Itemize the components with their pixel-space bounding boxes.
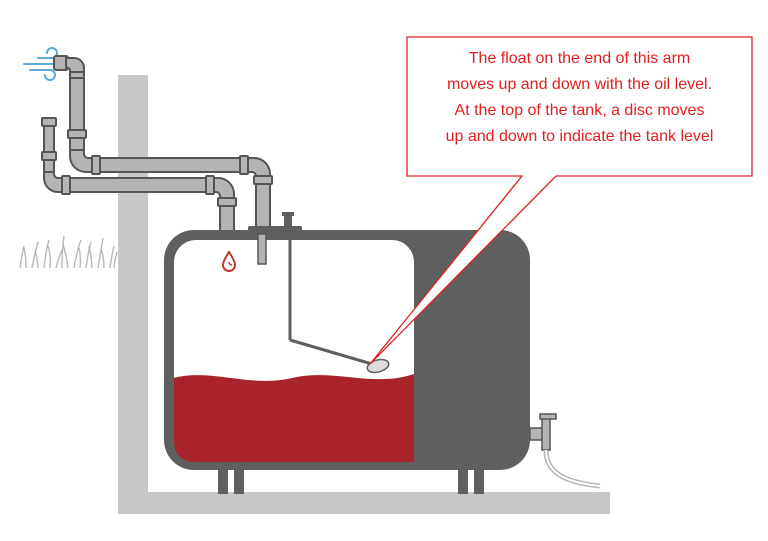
building-wall [118, 75, 610, 514]
callout-line: The float on the end of this arm [468, 50, 691, 67]
float [366, 358, 390, 374]
float-arm [288, 236, 373, 366]
drop-icon [221, 250, 237, 272]
oil-tank [164, 230, 530, 470]
outlet-valve [529, 413, 601, 489]
callout-line: moves up and down with the oil level. [446, 76, 713, 93]
pipe-outlets [257, 233, 267, 265]
wind-swirl-icon [23, 47, 58, 81]
callout-line: up and down to indicate the tank level [445, 128, 714, 145]
callout-text: The float on the end of this arm moves u… [407, 46, 752, 150]
vent-pipe [53, 55, 273, 229]
tank-legs [218, 466, 484, 494]
oil-level [174, 374, 414, 462]
callout-box [369, 36, 753, 365]
grass [19, 235, 118, 269]
callout-line: At the top of the tank, a disc moves [454, 102, 705, 119]
fill-pipe [41, 117, 237, 233]
